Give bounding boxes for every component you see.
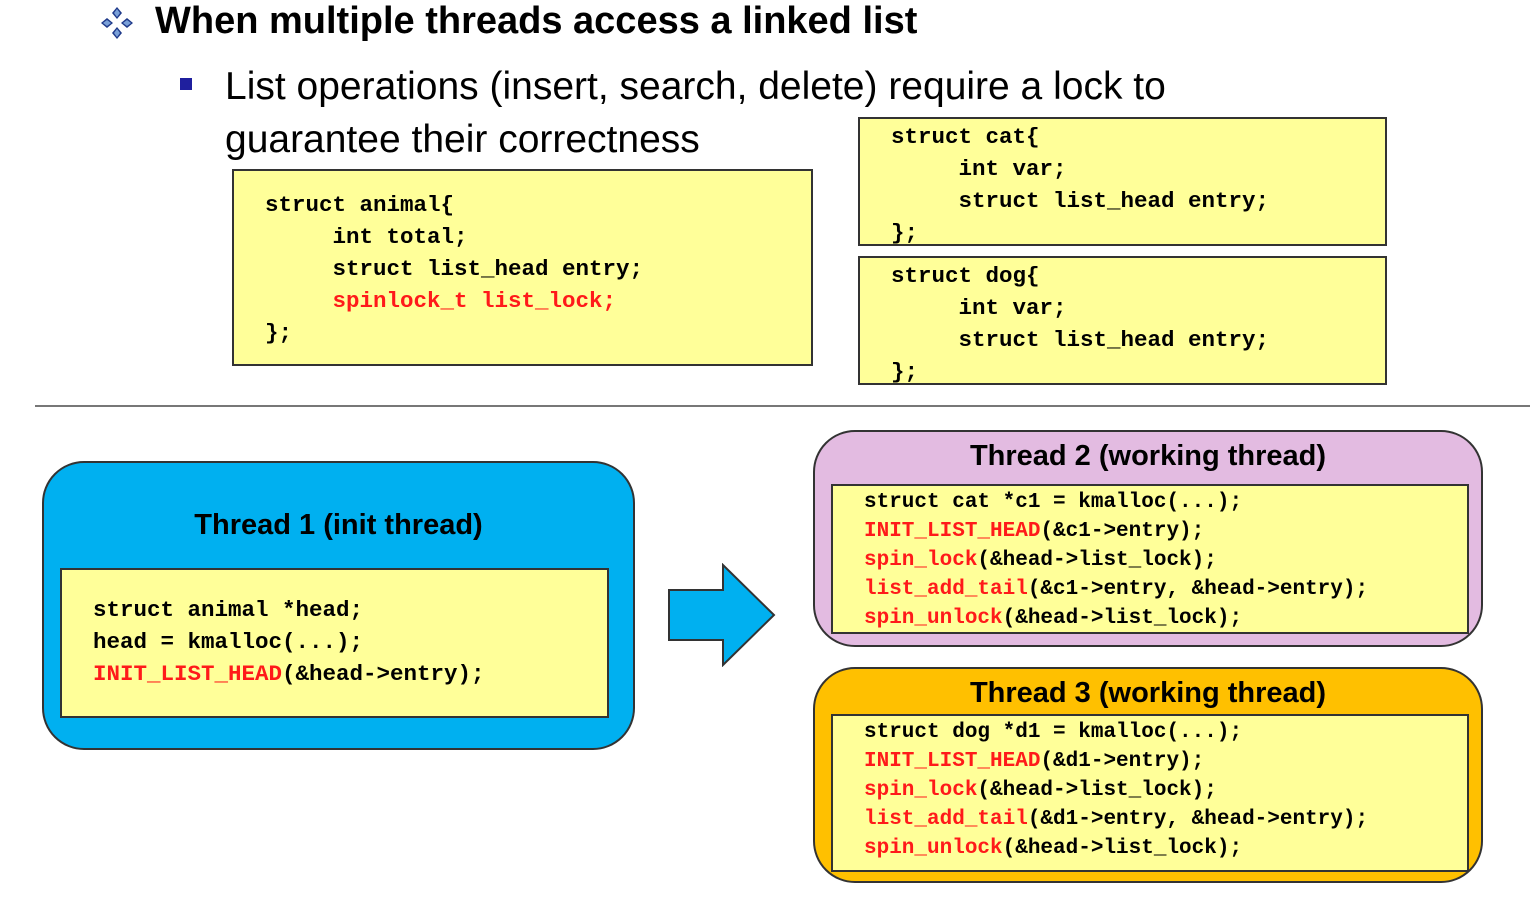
code-highlight: list_add_tail	[864, 808, 1028, 831]
code-line: head = kmalloc(...);	[93, 626, 607, 658]
code-text: (&head->list_lock);	[1002, 607, 1243, 630]
code-line: spinlock_t list_lock;	[265, 285, 811, 317]
code-text: (&c1->entry, &head->entry);	[1027, 578, 1369, 601]
thread-2-code: struct cat *c1 = kmalloc(...); INIT_LIST_…	[831, 484, 1469, 634]
code-line: spin_lock(&head->list_lock);	[864, 776, 1467, 805]
code-line: struct animal{	[265, 189, 811, 221]
code-line: struct list_head entry;	[265, 253, 811, 285]
code-text: struct list_head entry;	[265, 256, 644, 282]
code-text: struct animal{	[265, 192, 455, 218]
code-line: struct dog{	[891, 260, 1385, 292]
code-text: struct list_head entry;	[891, 188, 1270, 214]
code-line: spin_lock(&head->list_lock);	[864, 546, 1467, 575]
code-line: int var;	[891, 292, 1385, 324]
code-line: };	[891, 356, 1385, 388]
code-line: struct animal *head;	[93, 594, 607, 626]
code-text: (&head->entry);	[282, 661, 485, 687]
code-line: int total;	[265, 221, 811, 253]
code-text: };	[891, 359, 919, 385]
code-text: int total;	[265, 224, 468, 250]
code-text: int var;	[891, 295, 1067, 321]
code-line: list_add_tail(&d1->entry, &head->entry);	[864, 805, 1467, 834]
code-line: struct cat{	[891, 121, 1385, 153]
code-text: };	[265, 320, 293, 346]
code-line: struct cat *c1 = kmalloc(...);	[864, 488, 1467, 517]
slide-heading: When multiple threads access a linked li…	[155, 0, 918, 42]
code-highlight: spinlock_t list_lock;	[265, 288, 617, 314]
code-line: struct list_head entry;	[891, 324, 1385, 356]
code-text: struct dog *d1 = kmalloc(...);	[864, 721, 1243, 744]
code-highlight: INIT_LIST_HEAD	[93, 661, 283, 687]
struct-dog-box: struct dog{ int var; struct list_head en…	[858, 256, 1387, 385]
code-text: (&head->list_lock);	[977, 549, 1217, 572]
code-text: struct animal *head;	[93, 597, 364, 623]
code-text: (&c1->entry);	[1040, 520, 1205, 543]
code-line: INIT_LIST_HEAD(&d1->entry);	[864, 747, 1467, 776]
struct-cat-box: struct cat{ int var; struct list_head en…	[858, 117, 1387, 246]
code-line: struct list_head entry;	[891, 185, 1385, 217]
code-highlight: spin_lock	[864, 779, 978, 802]
thread-2-panel: Thread 2 (working thread) struct cat *c1…	[813, 430, 1483, 647]
code-highlight: INIT_LIST_HEAD	[864, 750, 1041, 773]
square-bullet-icon	[180, 78, 192, 90]
code-line: spin_unlock(&head->list_lock);	[864, 604, 1467, 633]
code-line: spin_unlock(&head->list_lock);	[864, 834, 1467, 863]
code-highlight: list_add_tail	[864, 578, 1028, 601]
code-line: int var;	[891, 153, 1385, 185]
code-text: (&d1->entry, &head->entry);	[1027, 808, 1369, 831]
code-highlight: INIT_LIST_HEAD	[864, 520, 1041, 543]
thread-1-code: struct animal *head; head = kmalloc(...);…	[60, 568, 609, 718]
section-divider	[35, 405, 1530, 407]
bullet-text: List operations (insert, search, delete)…	[225, 65, 1166, 161]
code-text: head = kmalloc(...);	[93, 629, 364, 655]
code-line: INIT_LIST_HEAD(&head->entry);	[93, 658, 607, 690]
code-text: int var;	[891, 156, 1067, 182]
code-highlight: spin_unlock	[864, 607, 1003, 630]
code-text: struct dog{	[891, 263, 1040, 289]
right-arrow-icon	[668, 563, 776, 667]
four-diamond-bullet-icon	[101, 7, 133, 39]
code-line: };	[265, 317, 811, 349]
code-highlight: spin_unlock	[864, 837, 1003, 860]
code-text: (&d1->entry);	[1040, 750, 1205, 773]
struct-animal-box: struct animal{ int total; struct list_he…	[232, 169, 813, 366]
code-text: (&head->list_lock);	[1002, 837, 1243, 860]
thread-1-panel: Thread 1 (init thread) struct animal *he…	[42, 461, 635, 750]
thread-3-panel: Thread 3 (working thread) struct dog *d1…	[813, 667, 1483, 883]
code-line: struct dog *d1 = kmalloc(...);	[864, 718, 1467, 747]
code-line: list_add_tail(&c1->entry, &head->entry);	[864, 575, 1467, 604]
thread-1-title: Thread 1 (init thread)	[194, 509, 483, 541]
code-text: struct cat *c1 = kmalloc(...);	[864, 491, 1243, 514]
code-text: struct cat{	[891, 124, 1040, 150]
code-text: (&head->list_lock);	[977, 779, 1217, 802]
code-line: INIT_LIST_HEAD(&c1->entry);	[864, 517, 1467, 546]
thread-3-title: Thread 3 (working thread)	[969, 677, 1327, 709]
code-highlight: spin_lock	[864, 549, 978, 572]
code-line: };	[891, 217, 1385, 249]
thread-2-title: Thread 2 (working thread)	[969, 440, 1327, 472]
thread-3-code: struct dog *d1 = kmalloc(...); INIT_LIST_…	[831, 714, 1469, 872]
code-text: };	[891, 220, 919, 246]
code-text: struct list_head entry;	[891, 327, 1270, 353]
